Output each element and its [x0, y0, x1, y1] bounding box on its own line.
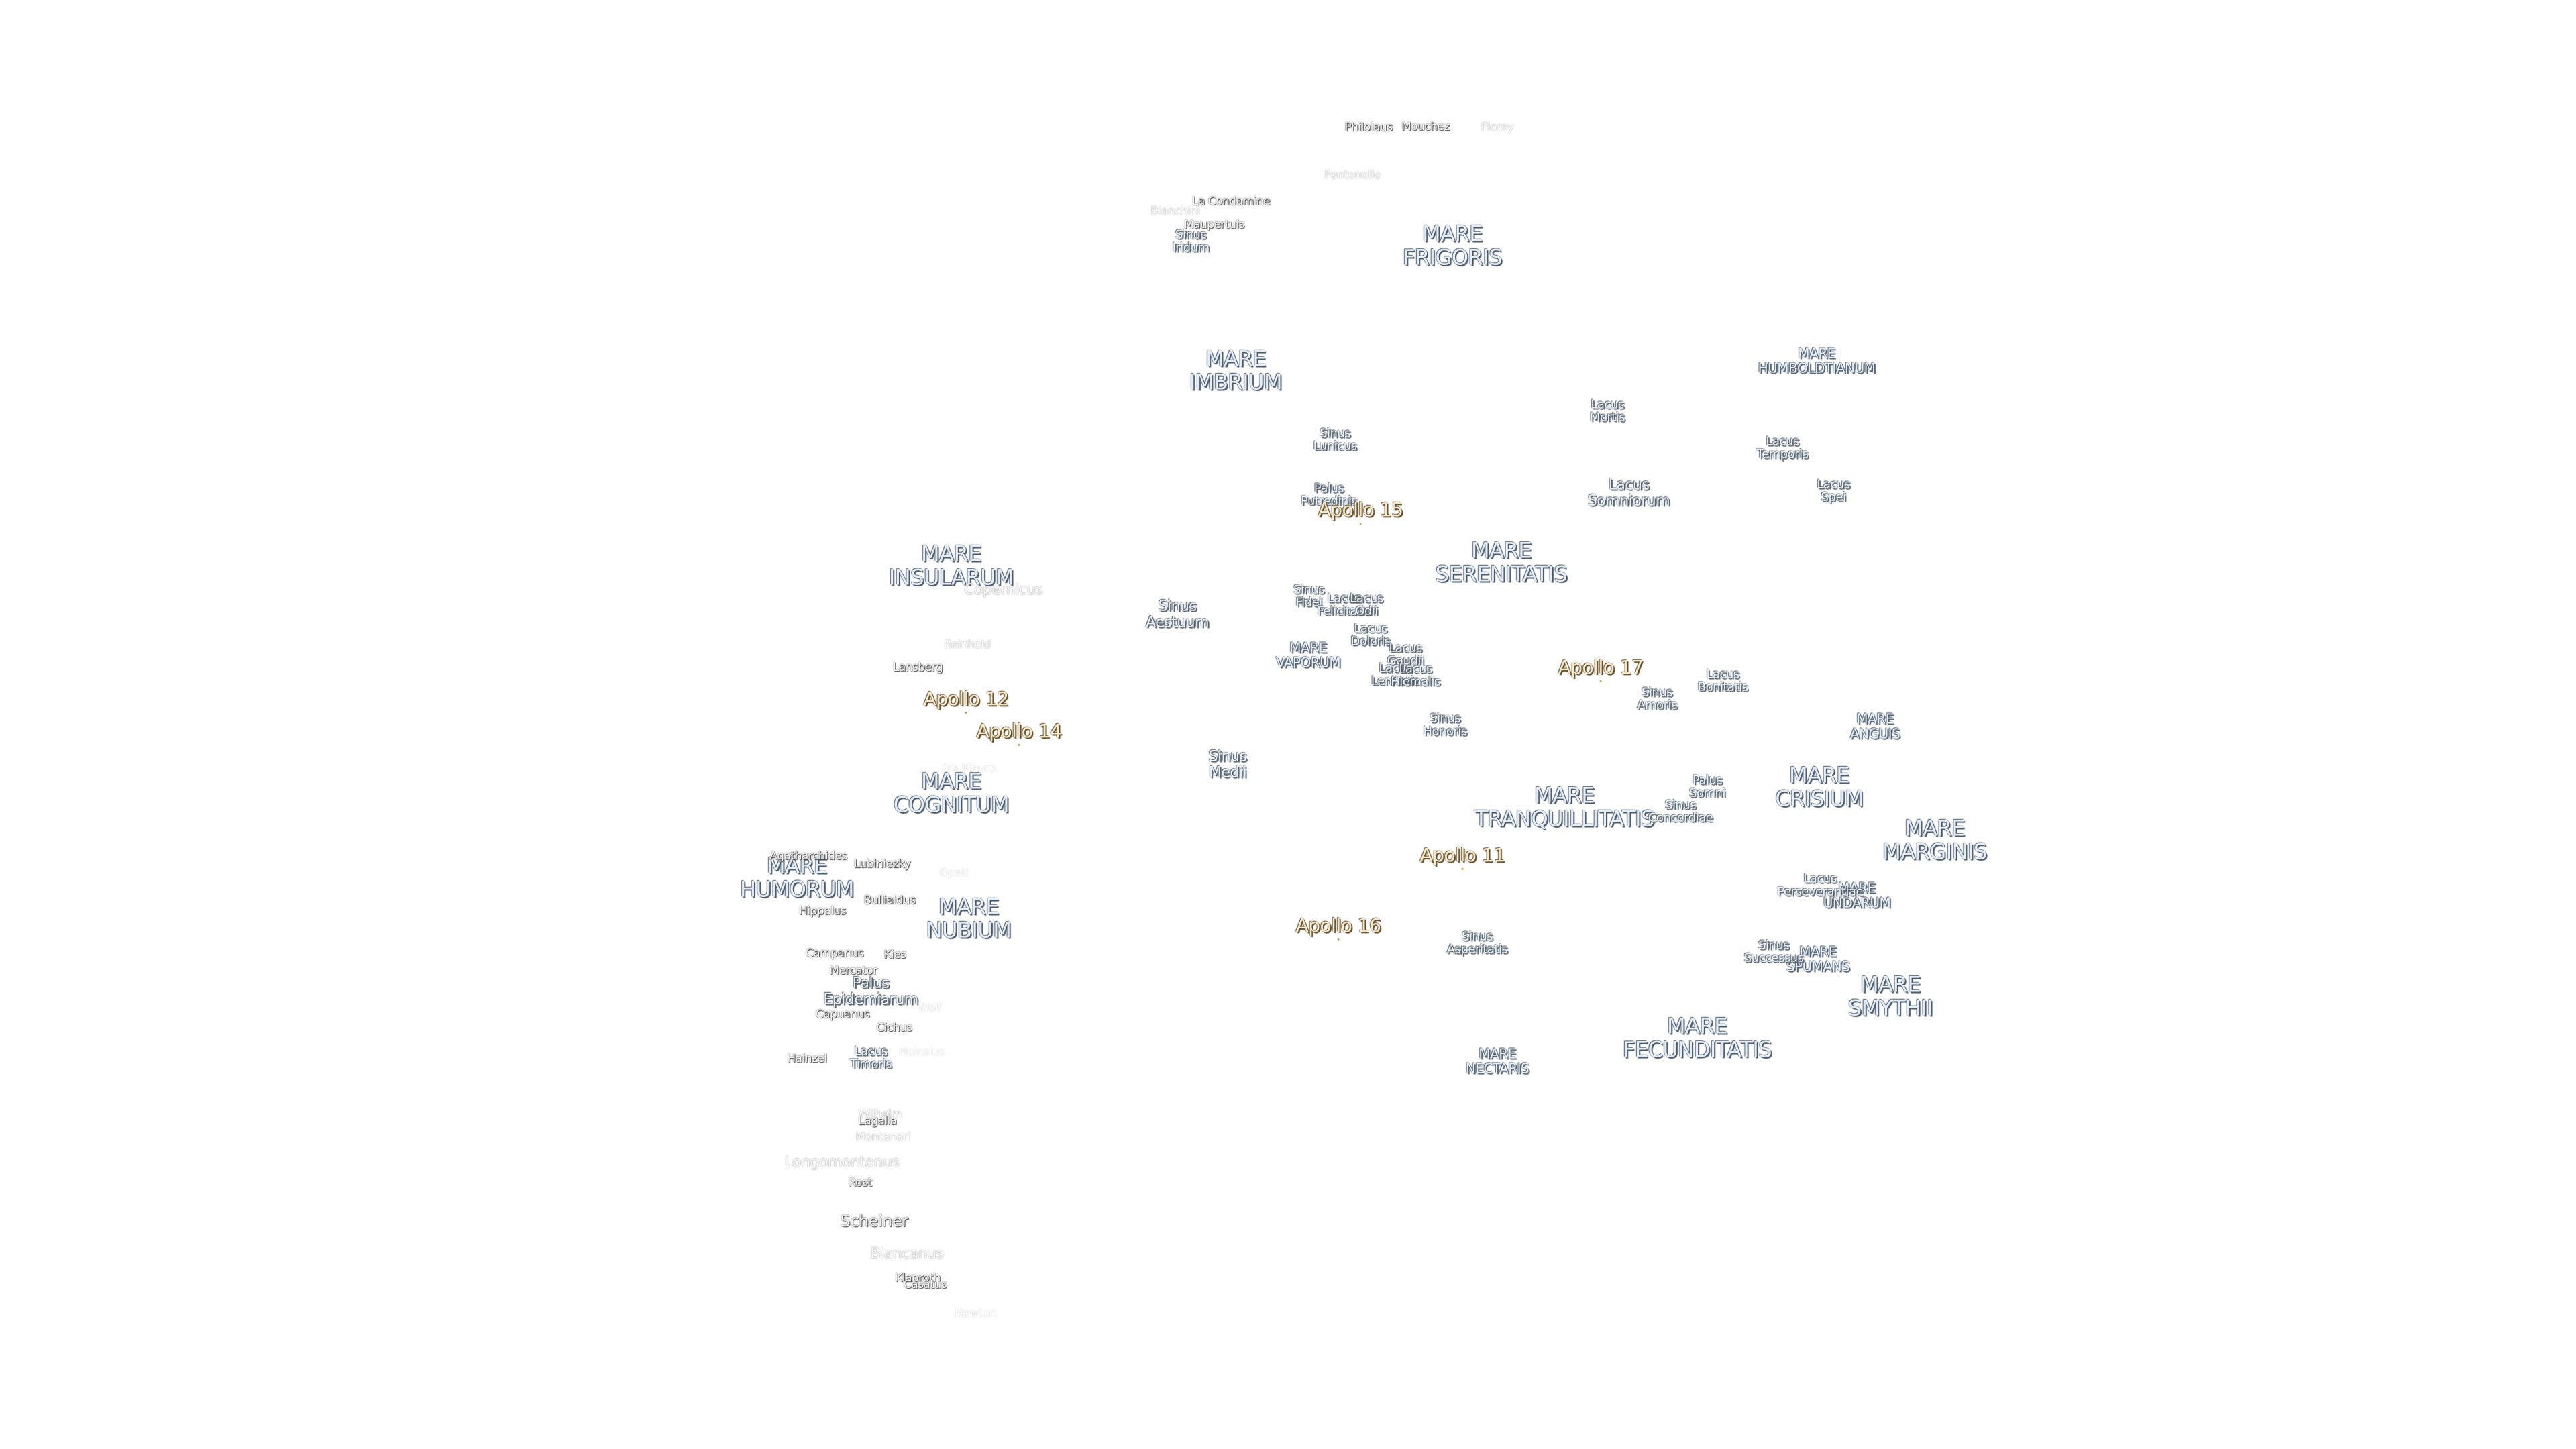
crater-mouchez-label: Mouchez — [1401, 119, 1450, 133]
sinus-successus-label: Sinus Successus — [1743, 938, 1804, 965]
mare-undarum-label: MARE UNDARUM — [1823, 879, 1891, 910]
crater-heinsius-label: Heinsius — [899, 1044, 945, 1059]
apollo-11-marker: Apollo 11 — [1419, 843, 1505, 871]
lacus-mortis-label: Lacus Mortis — [1589, 397, 1625, 425]
crater-fra-mauro-label: Fra Mauro — [942, 761, 996, 775]
apollo-11-site-dot — [1462, 868, 1464, 871]
mare-spumans-label: MARE SPUMANS — [1786, 943, 1850, 974]
mare-crisium-label: MARE CRISIUM — [1775, 762, 1864, 811]
apollo-12-marker: Apollo 12 — [923, 687, 1009, 714]
crater-la-condamine-label: La Condamine — [1191, 194, 1271, 208]
apollo-11-label: Apollo 11 — [1419, 843, 1505, 866]
crater-hippalus-label: Hippalus — [799, 904, 846, 918]
sinus-fidei-label: Sinus Fidei — [1293, 582, 1325, 610]
crater-opelt-label: Opelt — [939, 866, 969, 880]
crater-copernicus-label: Copernicus — [964, 582, 1043, 599]
crater-fontenelle-label: Fontenelle — [1324, 168, 1381, 182]
lacus-lenitatis-label: Lacus Lenitatis — [1371, 661, 1420, 688]
crater-capuanus-label: Capuanus — [815, 1007, 870, 1021]
crater-casatus-label: Casatus — [903, 1277, 947, 1291]
sinus-medii-label: Sinus Medii — [1208, 748, 1247, 781]
sinus-aestuum-label: Sinus Aestuum — [1145, 598, 1210, 631]
lacus-perseverantiae-label: Lacus Perseverantiae — [1777, 871, 1863, 899]
crater-cichus-label: Cichus — [876, 1020, 912, 1034]
crater-wolf-label: Wolf — [918, 1001, 942, 1015]
mare-nubium-label: MARE NUBIUM — [926, 894, 1012, 943]
crater-maupertuis-label: Maupertuis — [1183, 217, 1245, 231]
apollo-17-marker: Apollo 17 — [1558, 655, 1644, 683]
apollo-16-label: Apollo 16 — [1295, 914, 1381, 936]
lacus-spei-label: Lacus Spei — [1817, 477, 1850, 504]
crater-hainzel-label: Hainzel — [787, 1051, 827, 1065]
lacus-felicitatis-label: Lacus Felicitatis — [1317, 591, 1371, 619]
crater-lagalla-label: Lagalla — [858, 1114, 897, 1128]
apollo-12-site-dot — [965, 712, 967, 714]
mare-cognitum-label: MARE COGNITUM — [893, 768, 1010, 817]
crater-blancanus-label: Blancanus — [870, 1246, 944, 1263]
mare-imbrium-label: MARE IMBRIUM — [1189, 345, 1283, 394]
mare-humorum-label: MARE HUMORUM — [739, 853, 855, 902]
apollo-14-marker: Apollo 14 — [976, 719, 1062, 747]
palus-somni-label: Palus Somni — [1689, 773, 1725, 800]
sinus-lunicus-label: Sinus Lunicus — [1313, 426, 1357, 453]
crater-philolaus-label: Philolaus — [1344, 120, 1393, 134]
crater-longomontanus-label: Longomontanus — [784, 1154, 900, 1171]
crater-newton-label: Newton — [955, 1306, 996, 1320]
apollo-15-label: Apollo 15 — [1318, 498, 1403, 521]
crater-bullialdus-label: Bullialdus — [863, 893, 916, 907]
crater-klaproth-label: Klaproth — [895, 1271, 941, 1285]
crater-wilhelm-label: Wilhelm — [858, 1107, 902, 1121]
lacus-temporis-label: Lacus Temporis — [1756, 434, 1809, 462]
mare-fecunditatis-label: MARE FECUNDITATIS — [1622, 1013, 1772, 1062]
apollo-14-label: Apollo 14 — [976, 719, 1062, 742]
mare-humboldtianum-label: MARE HUMBOLDTIANUM — [1758, 345, 1876, 376]
apollo-14-site-dot — [1018, 744, 1020, 747]
lacus-gaudii-label: Lacus Gaudii — [1387, 641, 1424, 668]
mare-insularum-label: MARE INSULARUM — [888, 541, 1014, 590]
apollo-17-label: Apollo 17 — [1558, 655, 1644, 678]
lacus-timoris-label: Lacus Timoris — [849, 1044, 892, 1071]
mare-frigoris-label: MARE FRIGORIS — [1402, 221, 1503, 270]
crater-kies-label: Kies — [883, 947, 906, 961]
mare-anguis-label: MARE ANGUIS — [1849, 710, 1900, 741]
apollo-15-marker: Apollo 15 — [1318, 498, 1403, 525]
mare-vaporum-label: MARE VAPORUM — [1275, 639, 1341, 670]
lacus-hiemalis-label: Lacus Hiemalis — [1391, 661, 1440, 689]
apollo-16-marker: Apollo 16 — [1295, 914, 1381, 941]
crater-reinhold-label: Reinhold — [944, 637, 991, 651]
lacus-somniorum-label: Lacus Somniorum — [1587, 476, 1670, 509]
sinus-honoris-label: Sinus Honoris — [1423, 711, 1467, 739]
crater-lubiniezky-label: Lubiniezky — [853, 857, 911, 871]
crater-scheiner-label: Scheiner — [840, 1212, 908, 1231]
apollo-16-site-dot — [1338, 938, 1340, 941]
mare-smythii-label: MARE SMYTHII — [1847, 971, 1933, 1020]
crater-agatharchides-label: Agatharchides — [769, 849, 847, 863]
crater-lansberg-label: Lansberg — [892, 660, 943, 674]
crater-florey-label: Florey — [1481, 120, 1514, 134]
mare-nectaris-label: MARE NECTARIS — [1465, 1045, 1529, 1076]
sinus-amoris-label: Sinus Amoris — [1637, 685, 1677, 712]
mare-marginis-label: MARE MARGINIS — [1882, 815, 1987, 864]
lacus-bonitatis-label: Lacus Bonitatis — [1697, 667, 1748, 694]
sinus-iridum-label: Sinus Iridum — [1172, 227, 1210, 255]
apollo-15-site-dot — [1360, 523, 1362, 525]
apollo-12-label: Apollo 12 — [923, 687, 1009, 710]
sinus-concordiae-label: Sinus Concordiae — [1648, 798, 1713, 825]
palus-putredinis-label: Palus Putredinis — [1300, 481, 1358, 508]
mare-tranquillitatis-label: MARE TRANQUILLITATIS — [1474, 782, 1654, 831]
crater-rost-label: Rost — [848, 1175, 872, 1189]
crater-campanus-label: Campanus — [805, 946, 864, 960]
apollo-17-site-dot — [1600, 680, 1602, 683]
sinus-asperitatis-label: Sinus Asperitatis — [1446, 929, 1508, 957]
crater-montanari-label: Montanari — [855, 1130, 910, 1144]
mare-serenitatis-label: MARE SERENITATIS — [1435, 537, 1568, 586]
lacus-odii-label: Lacus Odii — [1350, 591, 1383, 619]
palus-epidemiarum-label: Palus Epidemiarum — [823, 975, 918, 1008]
crater-mercator-label: Mercator — [829, 963, 877, 977]
crater-bianchini-label: Bianchini — [1150, 204, 1200, 218]
lacus-doloris-label: Lacus Doloris — [1350, 621, 1391, 649]
